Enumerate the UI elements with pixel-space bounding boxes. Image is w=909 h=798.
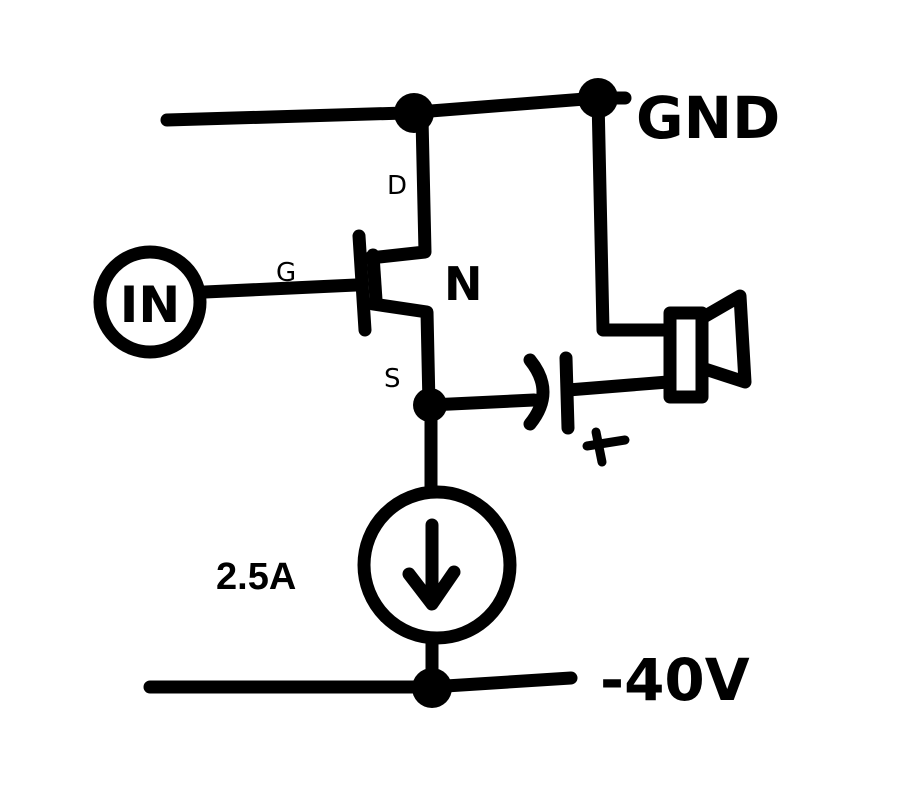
negative-supply-rail: [143, 668, 578, 708]
negative-supply-label: -40V: [600, 646, 750, 714]
source-node: [413, 388, 541, 499]
input-circle: [93, 245, 207, 359]
current-source: 2.5A: [216, 485, 517, 695]
input-label: IN: [120, 276, 180, 334]
n-channel-mosfet: [198, 111, 436, 412]
source-label: S: [384, 364, 401, 394]
speaker-magnet-box: [663, 306, 709, 404]
drain-label: D: [387, 171, 407, 201]
channel-type-label: N: [444, 257, 483, 311]
speaker: [591, 91, 752, 404]
polarized-capacitor: [523, 351, 675, 467]
gate-label: G: [276, 258, 296, 288]
gnd-label: GND: [636, 84, 780, 152]
current-value-label: 2.5A: [216, 556, 296, 598]
gnd-rail: [160, 78, 632, 133]
input-terminal: IN: [93, 245, 207, 359]
